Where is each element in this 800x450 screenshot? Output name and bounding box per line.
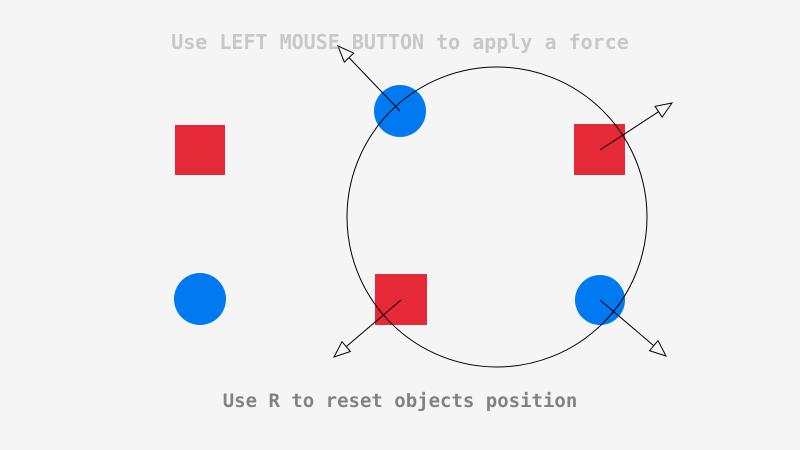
blue-ball[interactable] bbox=[174, 273, 226, 325]
force-arrow-head bbox=[654, 102, 674, 118]
hint-reset-position: Use R to reset objects position bbox=[222, 390, 578, 412]
force-arrow-head bbox=[332, 340, 352, 358]
force-arrow-head bbox=[648, 339, 668, 357]
force-arrow bbox=[599, 102, 674, 151]
force-arrow bbox=[337, 45, 401, 112]
force-radius-circle bbox=[346, 66, 648, 368]
red-box[interactable] bbox=[375, 274, 427, 325]
force-arrow-shaft bbox=[599, 111, 659, 151]
force-arrow-shaft bbox=[348, 57, 401, 112]
red-box[interactable] bbox=[574, 124, 625, 175]
force-arrow bbox=[332, 299, 402, 358]
force-arrow-shaft bbox=[345, 299, 402, 347]
force-arrow bbox=[599, 299, 668, 357]
force-arrow-head bbox=[337, 45, 355, 63]
force-arrow-shaft bbox=[599, 299, 655, 347]
red-box[interactable] bbox=[175, 125, 225, 175]
hint-apply-force: Use LEFT MOUSE BUTTON to apply a force bbox=[171, 30, 629, 54]
